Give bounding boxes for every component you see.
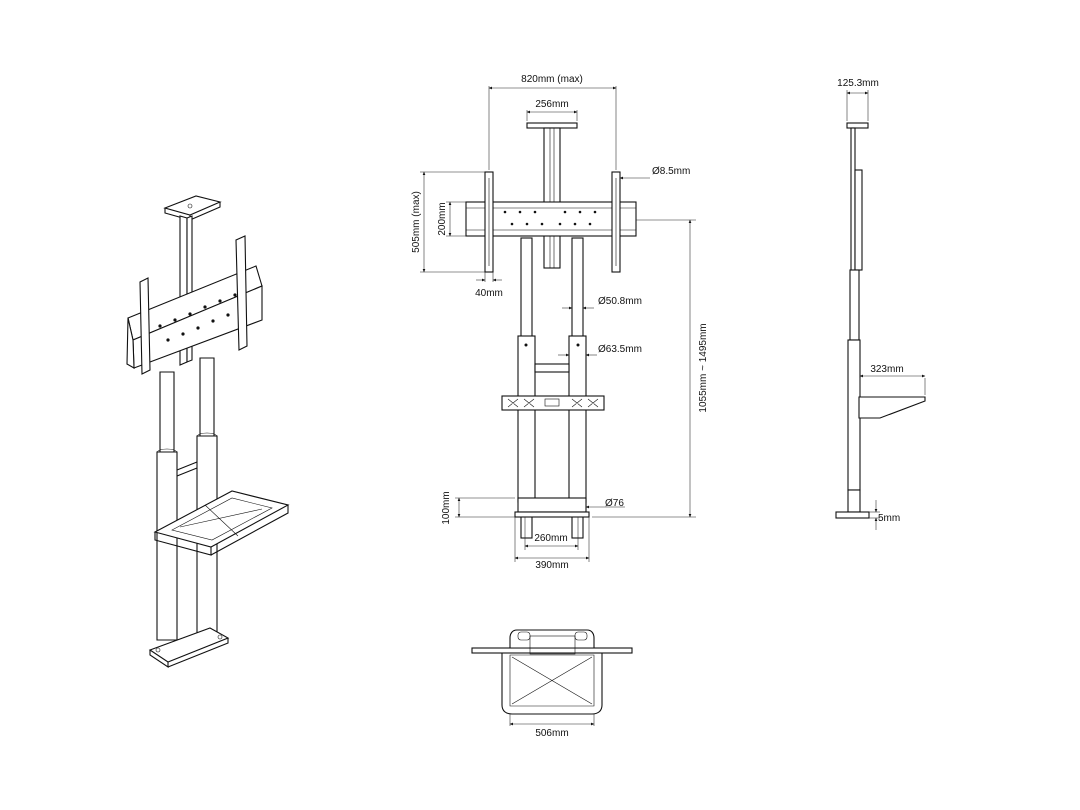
isometric-view <box>126 195 290 669</box>
front-view <box>420 86 696 562</box>
dim-side-depth: 125.3mm <box>837 78 879 89</box>
dim-total-height: 1055mm ~ 1495mm <box>698 323 709 412</box>
top-view <box>471 629 633 726</box>
dim-rail-width: 40mm <box>475 288 503 299</box>
dim-base-tube: Ø76 <box>605 498 624 509</box>
dim-tube-upper: Ø50.8mm <box>598 296 642 307</box>
dim-base-height: 100mm <box>441 491 452 524</box>
dim-tube-lower: Ø63.5mm <box>598 344 642 355</box>
dimension-labels: 820mm (max) 256mm Ø8.5mm 505mm (max) 200… <box>411 74 904 739</box>
dim-width-max: 820mm (max) <box>521 74 583 85</box>
dim-vesa-top: 256mm <box>535 99 568 110</box>
dim-shelf-depth: 323mm <box>870 364 903 375</box>
dim-plate-thickness: 5mm <box>878 513 900 524</box>
dim-hole-dia: Ø8.5mm <box>652 166 690 177</box>
side-view <box>835 90 926 530</box>
dim-base-outer: 390mm <box>535 560 568 571</box>
dim-rail-spacing: 200mm <box>437 202 448 235</box>
dim-base-inner: 260mm <box>534 533 567 544</box>
dim-height-max: 505mm (max) <box>411 191 422 253</box>
dim-shelf-width: 506mm <box>535 728 568 739</box>
